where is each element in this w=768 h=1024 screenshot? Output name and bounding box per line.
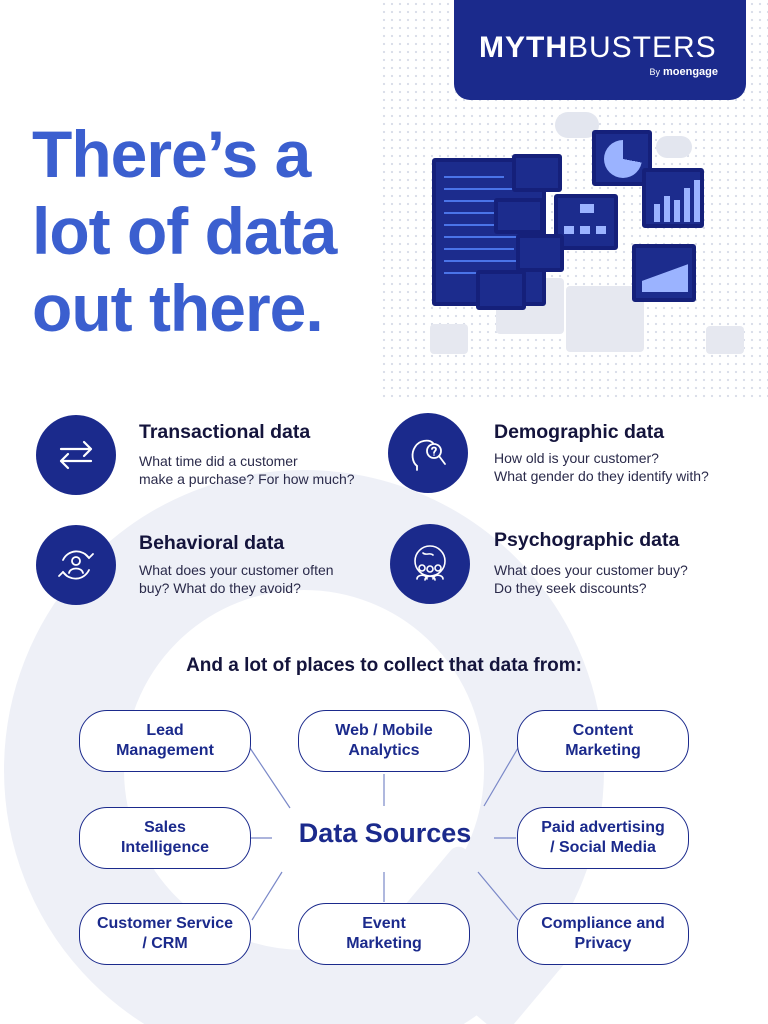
description-line: buy? What do they avoid? (139, 580, 301, 596)
node-label-line: Web / Mobile (335, 722, 433, 739)
data-type-title: Behavioral data (139, 532, 285, 554)
source-paid-advertising-social-media: Paid advertising / Social Media (517, 807, 689, 869)
places-heading: And a lot of places to collect that data… (186, 655, 582, 676)
node-label-line: Sales (144, 819, 186, 836)
node-label-line: Intelligence (120, 839, 210, 856)
node-label-line: Paid advertising (541, 819, 665, 836)
cloud-icon (555, 112, 599, 138)
connector-lines (249, 747, 519, 921)
group-globe-icon (390, 524, 470, 604)
node-label-line: Content (572, 722, 634, 739)
folder-icon (706, 326, 744, 354)
brand-name-bold: MYTH (479, 31, 568, 64)
bar-chart-panel (642, 168, 704, 228)
data-type-description: What does your customer buy? Do they see… (494, 561, 688, 597)
description-line: Do they seek discounts? (494, 580, 647, 596)
brand-by-label: By (649, 67, 660, 77)
data-type-description: What time did a customer make a purchase… (139, 452, 355, 488)
pie-chart-icon (604, 140, 642, 178)
node-label-line: Event (362, 915, 406, 932)
data-type-description: What does your customer often buy? What … (139, 561, 334, 597)
description-line: What does your customer often (139, 562, 334, 578)
hero-line: There’s a (32, 117, 311, 191)
source-customer-service-crm: Customer Service / CRM (79, 903, 251, 965)
transaction-arrows-icon (36, 415, 116, 495)
node-label-line: Marketing (565, 742, 641, 759)
table-panel (494, 198, 544, 234)
brand-logo: MYTHBUSTERS (479, 31, 717, 65)
area-chart-panel (632, 244, 696, 302)
description-line: make a purchase? For how much? (139, 471, 355, 487)
node-label-line: Compliance and (541, 915, 665, 932)
node-label-line: Analytics (348, 742, 420, 759)
node-label-line: / Social Media (550, 839, 656, 856)
pie-chart-panel (592, 130, 652, 186)
data-type-description: How old is your customer? What gender do… (494, 449, 709, 485)
brand-name-light: BUSTERS (568, 31, 717, 64)
description-line: How old is your customer? (494, 450, 659, 466)
node-label-line: Customer Service (96, 915, 234, 932)
head-magnifier-icon (388, 413, 468, 493)
node-label-line: Privacy (574, 935, 632, 952)
node-label-line: / CRM (142, 935, 188, 952)
hero-line: out there. (32, 271, 324, 345)
node-label-line: Marketing (346, 935, 422, 952)
area-chart-icon (642, 262, 688, 292)
person-cycle-icon (36, 525, 116, 605)
description-line: What gender do they identify with? (494, 468, 709, 484)
node-label-line: Lead (146, 722, 184, 739)
data-illustration (420, 110, 765, 360)
data-type-title: Psychographic data (494, 529, 680, 551)
description-line: What does your customer buy? (494, 562, 688, 578)
table-panel (512, 154, 562, 192)
node-label-line: Management (116, 742, 214, 759)
folder-icon (566, 286, 644, 352)
folder-icon (430, 324, 468, 354)
org-chart-panel (554, 194, 618, 250)
cloud-icon (656, 136, 692, 158)
table-panel (516, 234, 564, 272)
hero-line: lot of data (32, 194, 337, 268)
hero-title: There’s a lot of data out there. (32, 116, 337, 347)
brand-company: moengage (662, 66, 718, 78)
description-line: What time did a customer (139, 453, 298, 469)
data-type-title: Demographic data (494, 421, 665, 443)
table-panel (476, 270, 526, 310)
data-type-title: Transactional data (139, 421, 311, 443)
data-sources-center-label: Data Sources (298, 818, 472, 848)
